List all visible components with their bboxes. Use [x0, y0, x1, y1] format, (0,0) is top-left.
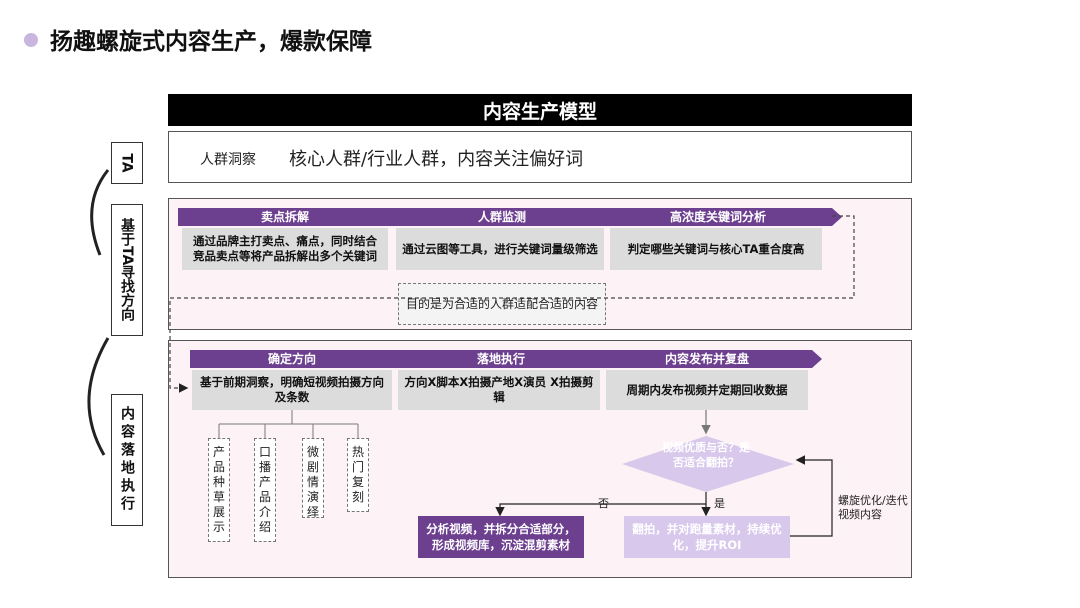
insight-row — [168, 131, 912, 183]
arrow-loop-back — [790, 455, 833, 537]
stage1-step1-desc: 通过品牌主打卖点、痛点，同时结合竞品卖点等将产品拆解出多个关键词 — [182, 228, 388, 270]
direction-item: 产品种草展示 — [208, 438, 230, 542]
stage1-note: 目的是为合适的人群适配合适的内容 — [398, 283, 606, 325]
stage2-band — [190, 350, 812, 368]
title-bullet-icon — [24, 33, 38, 47]
side-label-find: 基于TA寻找方向 — [111, 204, 143, 336]
no-action-box: 分析视频，并拆分合适部分，形成视频库，沉淀混剪素材 — [418, 516, 584, 558]
direction-item: 微剧情演绎 — [302, 438, 324, 519]
arc-find-to-execute — [87, 337, 110, 456]
stage1-band — [178, 208, 832, 226]
direction-item-text: 热门复刻 — [352, 445, 365, 504]
side-label-execute: 内容落地执行 — [111, 394, 143, 526]
side-label-execute-text: 内容落地执行 — [119, 406, 135, 514]
stage2-step2-desc: 方向X脚本X拍摄产地X演员 X拍摄剪辑 — [398, 370, 600, 410]
insight-text: 核心人群/行业人群，内容关注偏好词 — [289, 149, 584, 170]
direction-item-text: 口播产品介绍 — [259, 445, 272, 534]
insight-label: 人群洞察 — [200, 152, 256, 168]
yes-action-box: 翻拍，并对跑量素材，持续优化，提升ROI — [624, 516, 790, 558]
dashed-loop-connector — [169, 215, 855, 393]
arrow-no-branch — [495, 492, 707, 517]
stage2-step3-desc: 周期内发布视频并定期回收数据 — [606, 370, 808, 410]
stage1-step2-title: 人群监测 — [477, 210, 526, 224]
direction-item: 热门复刻 — [347, 438, 369, 512]
arc-ta-to-find — [90, 169, 110, 256]
stage1-band-arrow-icon — [832, 208, 842, 226]
direction-item-text: 微剧情演绎 — [307, 445, 320, 519]
direction-tree — [218, 410, 359, 438]
stage2-step2-title: 落地执行 — [476, 352, 525, 366]
stage2-band-arrow-icon — [812, 350, 822, 368]
model-title: 内容生产模型 — [168, 94, 912, 126]
yes-label: 是 — [714, 497, 725, 510]
direction-item: 口播产品介绍 — [254, 438, 276, 542]
page-title: 扬趣螺旋式内容生产，爆款保障 — [50, 29, 372, 55]
stage1-step3-desc: 判定哪些关键词与核心TA重合度高 — [610, 228, 822, 270]
stage2-step1-desc: 基于前期洞察，明确短视频拍摄方向及条数 — [192, 370, 392, 410]
stage2-step3-title: 内容发布并复盘 — [664, 352, 749, 366]
decision-diamond — [622, 436, 794, 492]
no-label: 否 — [598, 497, 609, 510]
stage2-step1-title: 确定方向 — [267, 352, 316, 366]
stage1-step1-title: 卖点拆解 — [260, 210, 309, 224]
side-label-ta: TA — [111, 142, 143, 184]
direction-item-text: 产品种草展示 — [213, 445, 226, 534]
loop-label: 螺旋优化/迭代视频内容 — [838, 494, 908, 521]
stage1-step2-desc: 通过云图等工具，进行关键词量级筛选 — [396, 228, 604, 270]
side-label-find-text: 基于TA寻找方向 — [119, 218, 135, 322]
stage1-step3-title: 高浓度关键词分析 — [669, 210, 766, 224]
decision-text: 视频优质与否？是否适合翻拍？ — [662, 441, 750, 469]
